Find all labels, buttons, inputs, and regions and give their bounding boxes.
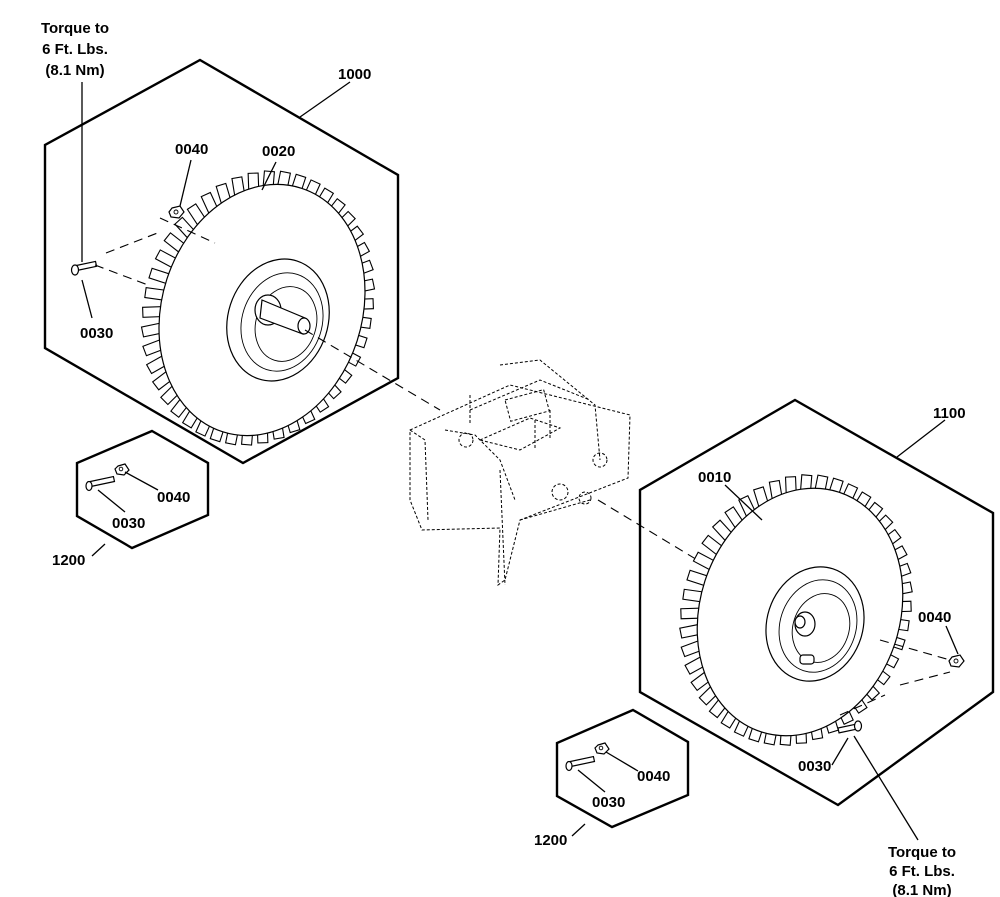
torque-note-right-line3: (8.1 Nm) <box>892 882 951 897</box>
kit-left-hexagon <box>43 58 400 465</box>
kit-right-hexagon <box>638 398 995 807</box>
torque-note-right: Torque to 6 Ft. Lbs. (8.1 Nm) <box>888 844 956 897</box>
wheel-kit-left: 1000 0040 0020 0030 <box>43 58 400 465</box>
valve-stem-right <box>799 654 815 665</box>
hw-right-0030-callout: 0030 <box>592 794 625 811</box>
p0040-top-callout: 0040 <box>175 141 208 158</box>
tread-lug <box>142 306 162 318</box>
hw-right-hexagon <box>555 708 690 829</box>
hw-right-0040-callout: 0040 <box>637 768 670 785</box>
torque-note-left-line1: Torque to <box>41 20 109 37</box>
kit-left-callout: 1000 <box>338 66 371 83</box>
torque-leader-right <box>853 735 919 841</box>
nut-0040-right <box>948 654 965 668</box>
p0030-left-callout: 0030 <box>80 325 113 342</box>
tread-lug <box>679 624 701 639</box>
hw-right-bolt <box>565 755 596 772</box>
hw-left-bolt <box>85 475 116 492</box>
torque-note-left: Torque to 6 Ft. Lbs. (8.1 Nm) <box>41 20 109 79</box>
hw-right-nut <box>594 742 610 755</box>
tread-lug <box>682 588 703 603</box>
tread-lug <box>680 607 700 620</box>
hardware-kit-right: 0040 0030 1200 <box>534 708 690 849</box>
torque-note-left-line2: 6 Ft. Lbs. <box>42 41 108 58</box>
tread-lug <box>140 322 162 338</box>
hw-left-0040-callout: 0040 <box>157 489 190 506</box>
bolt-0030-right <box>837 720 863 734</box>
torque-note-right-line2: 6 Ft. Lbs. <box>889 863 955 880</box>
hw-left-0030-callout: 0030 <box>112 515 145 532</box>
wheel-kit-right: 1100 0010 0040 0030 <box>638 398 995 841</box>
p0020-callout: 0020 <box>262 143 295 160</box>
hardware-kit-left: 0040 0030 1200 <box>52 429 210 569</box>
kit-left-leader <box>299 81 351 118</box>
torque-note-right-line1: Torque to <box>888 844 956 861</box>
bolt-0030-left <box>70 260 98 276</box>
p0030-right-callout: 0030 <box>798 758 831 775</box>
tread-lug <box>144 286 165 301</box>
torque-note-left-line3: (8.1 Nm) <box>45 62 104 79</box>
axle-centerline-left <box>304 329 441 411</box>
hw-left-1200-callout: 1200 <box>52 552 85 569</box>
kit-right-callout: 1100 <box>933 405 966 422</box>
tire-wheel-right <box>679 474 913 746</box>
p0030-left-leader <box>81 279 93 319</box>
tire-wheel-left <box>140 170 376 446</box>
hw-right-1200-callout: 1200 <box>534 832 567 849</box>
p0010-callout: 0010 <box>698 469 731 486</box>
nut-0040-left <box>168 205 185 219</box>
chassis-frame <box>409 359 631 586</box>
kit-right-leader <box>896 419 946 458</box>
hw-left-hexagon <box>75 429 210 550</box>
p0040-right-callout: 0040 <box>918 609 951 626</box>
